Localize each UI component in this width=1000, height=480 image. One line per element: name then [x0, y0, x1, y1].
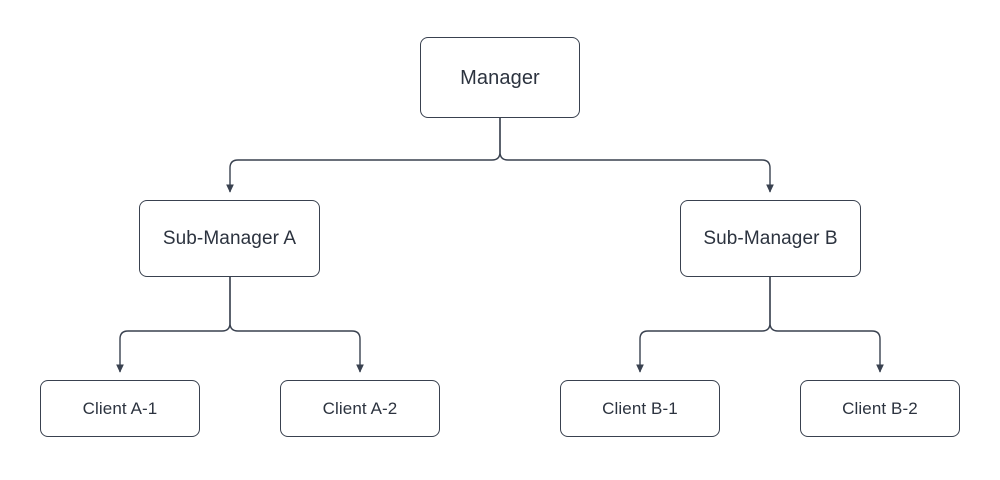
node-sub-manager-b[interactable]: Sub-Manager B	[680, 200, 861, 277]
node-client-b1-label: Client B-1	[602, 399, 678, 418]
edge-sub-manager-b-to-client-b2	[769, 277, 884, 373]
node-client-a2[interactable]: Client A-2	[280, 380, 440, 437]
edge-manager-to-sub-manager-a	[226, 118, 501, 193]
node-client-b1[interactable]: Client B-1	[560, 380, 720, 437]
node-manager[interactable]: Manager	[420, 37, 580, 118]
node-sub-manager-a[interactable]: Sub-Manager A	[139, 200, 320, 277]
node-client-a2-label: Client A-2	[322, 399, 398, 418]
node-client-b2-label: Client B-2	[842, 399, 918, 418]
node-sub-manager-b-label: Sub-Manager B	[703, 228, 838, 249]
node-manager-label: Manager	[460, 66, 540, 89]
edge-manager-to-sub-manager-b	[499, 118, 774, 193]
edge-sub-manager-b-to-client-b1	[636, 277, 771, 373]
edge-sub-manager-a-to-client-a1	[116, 277, 231, 373]
node-client-b2[interactable]: Client B-2	[800, 380, 960, 437]
node-client-a1-label: Client A-1	[82, 399, 158, 418]
node-client-a1[interactable]: Client A-1	[40, 380, 200, 437]
node-sub-manager-a-label: Sub-Manager A	[162, 228, 297, 249]
edge-sub-manager-a-to-client-a2	[229, 277, 364, 373]
